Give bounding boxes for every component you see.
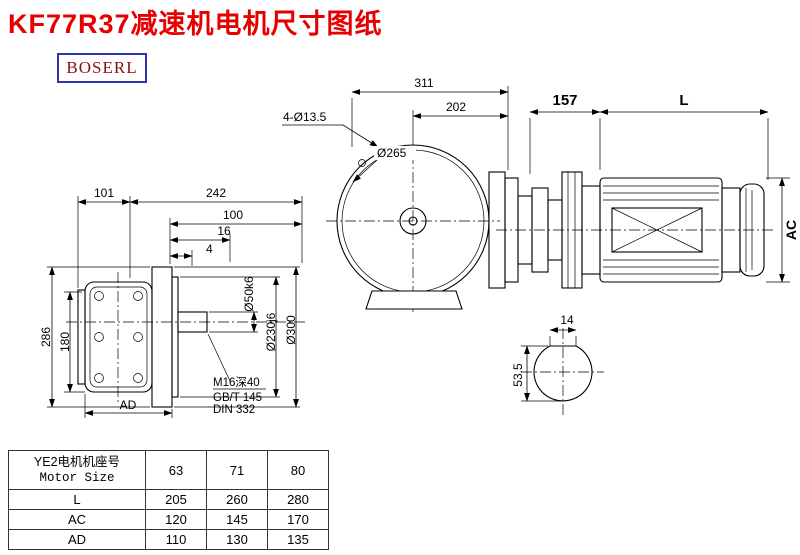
front-view-dimensions: 311 202 4-Ø13.5 Ø265 (282, 76, 509, 183)
table-col-size-80: 80 (267, 450, 329, 490)
table-cell: 110 (145, 529, 207, 550)
dim-286-label: 286 (39, 327, 53, 347)
holes-callout-label: 4-Ø13.5 (283, 110, 327, 124)
table-cell: 120 (145, 509, 207, 530)
table-row-l: L 205 260 280 (8, 489, 329, 510)
table-header-line1: YE2电机机座号 (33, 455, 121, 469)
table-header-line2: Motor Size (39, 471, 115, 485)
table-cell: 170 (267, 509, 329, 530)
row-label-ad: AD (8, 529, 146, 550)
dim-100-label: 100 (223, 208, 243, 222)
dia-265-label: Ø265 (377, 146, 407, 160)
motor-size-table: YE2电机机座号 Motor Size 63 71 80 L 205 260 2… (8, 450, 329, 550)
table-cell: 145 (206, 509, 268, 530)
note-gb-label: GB/T 145 (213, 392, 262, 404)
note-thread-label: M16深40 (213, 375, 260, 389)
dim-ad-label: AD (120, 398, 137, 412)
dia-230-label: Ø230j6 (264, 312, 278, 351)
side-view-dimensions: 101 242 100 16 4 286 180 (39, 186, 303, 418)
dim-242-label: 242 (206, 186, 226, 200)
table-cell: 205 (145, 489, 207, 510)
table-cell: 260 (206, 489, 268, 510)
note-din-label: DIN 332 (213, 404, 255, 416)
table-cell: 280 (267, 489, 329, 510)
dim-101-label: 101 (94, 186, 114, 200)
table-row-ac: AC 120 145 170 (8, 509, 329, 530)
dim-157-label: 157 (552, 92, 577, 109)
dim-202-label: 202 (446, 100, 466, 114)
row-label-l: L (8, 489, 146, 510)
table-cell: 130 (206, 529, 268, 550)
table-header-motor-size: YE2电机机座号 Motor Size (8, 450, 146, 490)
dim-l-label: L (679, 92, 688, 109)
dia-50-label: Ø50k6 (242, 276, 256, 312)
side-view-gearbox (66, 266, 305, 408)
dia-300-label: Ø300 (284, 315, 298, 345)
dim-53-5-label: 53.5 (511, 363, 525, 387)
dim-14-label: 14 (560, 313, 574, 327)
dim-311-label: 311 (414, 76, 433, 90)
dim-16-label: 16 (217, 224, 231, 238)
dim-180-label: 180 (58, 332, 72, 352)
page-title: KF77R37减速机电机尺寸图纸 (8, 9, 383, 39)
dim-ac-label: AC (783, 220, 799, 240)
table-row-ad: AD 110 130 135 (8, 529, 329, 550)
table-cell: 135 (267, 529, 329, 550)
motor-dimensions: 157 L AC (529, 92, 799, 283)
motor-view (496, 171, 776, 289)
table-col-size-63: 63 (145, 450, 207, 490)
front-view-gearbox (326, 134, 506, 312)
shaft-section-view: 14 53.5 (511, 313, 604, 416)
dim-4-label: 4 (206, 242, 213, 256)
row-label-ac: AC (8, 509, 146, 530)
brand-logo: BOSERL (57, 53, 147, 83)
table-col-size-71: 71 (206, 450, 268, 490)
